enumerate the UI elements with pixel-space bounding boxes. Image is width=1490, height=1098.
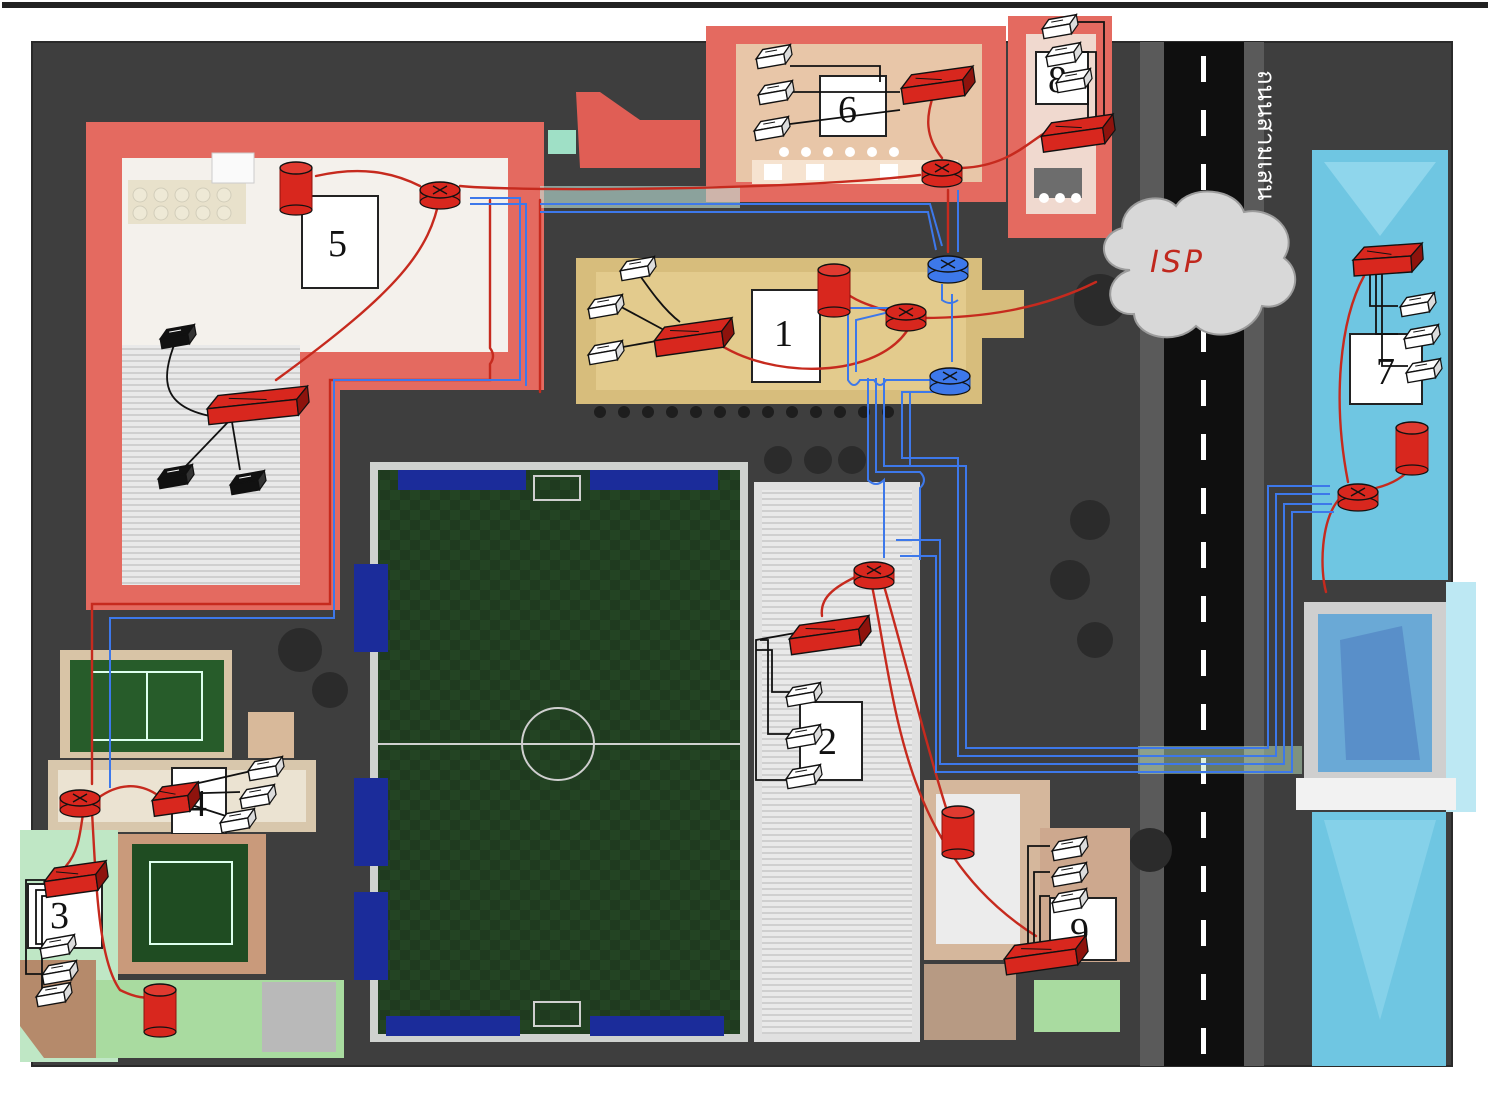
- building-7-label: 7: [1376, 351, 1395, 393]
- building-5-label: 5: [328, 223, 347, 265]
- soccer-field: [354, 462, 748, 1042]
- router-building-4: [60, 790, 100, 817]
- building-1-label: 1: [774, 313, 793, 355]
- server-building-1: [818, 264, 850, 317]
- router-building-2: [854, 562, 894, 589]
- server-building-9: [942, 806, 974, 859]
- building-3-label: 3: [50, 895, 69, 937]
- router-building-7: [1338, 484, 1378, 511]
- building-6-label: 6: [838, 89, 857, 131]
- switch-building-7: [1352, 243, 1424, 276]
- road-label: ถนนสามเสน: [1252, 70, 1280, 201]
- server-building-5: [280, 162, 312, 215]
- core-router-2: [930, 368, 970, 395]
- server-building-7: [1396, 422, 1428, 475]
- server-building-3: [144, 984, 176, 1037]
- building-2: 2: [754, 482, 920, 1042]
- router-building-5: [420, 182, 460, 209]
- isp-label: ISP: [1150, 245, 1205, 280]
- router-building-1: [886, 304, 926, 331]
- core-router-1: [928, 256, 968, 283]
- router-building-6: [922, 160, 962, 187]
